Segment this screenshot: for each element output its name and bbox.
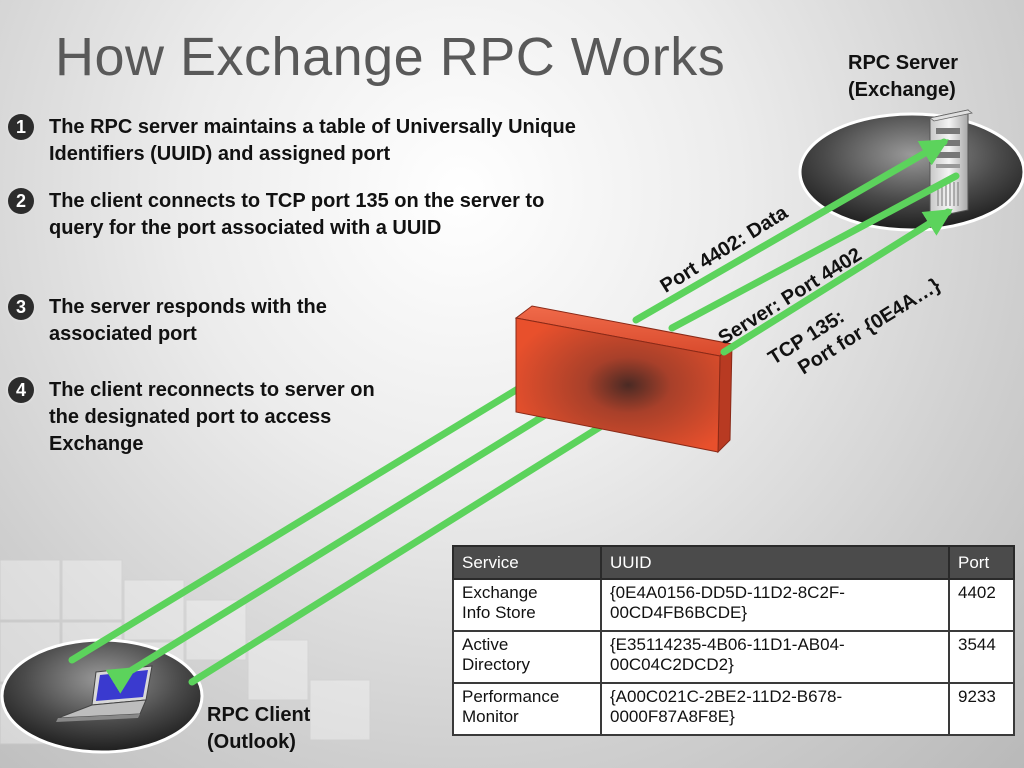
table-row: Exchange Info Store {0E4A0156-DD5D-11D2-… bbox=[452, 578, 1015, 632]
page-title: How Exchange RPC Works bbox=[55, 27, 726, 87]
port-cell: 3544 bbox=[948, 630, 1015, 684]
client-label-name: RPC Client bbox=[207, 704, 311, 726]
server-label-app: (Exchange) bbox=[848, 79, 956, 101]
column-header-service: Service bbox=[452, 545, 602, 580]
server-disc bbox=[798, 112, 1024, 232]
service-line: Active bbox=[462, 635, 509, 654]
uuid-line: 00CD4FB6BCDE} bbox=[610, 603, 748, 622]
port-cell: 4402 bbox=[948, 578, 1015, 632]
uuid-line: {A00C021C-2BE2-11D2-B678- bbox=[610, 687, 843, 706]
column-header-port: Port bbox=[948, 545, 1015, 580]
arrow-data-lower bbox=[68, 352, 576, 664]
arrow-data-upper bbox=[632, 138, 949, 324]
uuid-line: {E35114235-4B06-11D1-AB04- bbox=[610, 635, 845, 654]
step-1: 1 The RPC server maintains a table of Un… bbox=[8, 114, 579, 168]
client-label-app: (Outlook) bbox=[207, 731, 296, 753]
step-4: 4 The client reconnects to server on the… bbox=[8, 377, 389, 458]
table-header-row: Service UUID Port bbox=[452, 545, 1015, 580]
service-cell: Exchange Info Store bbox=[452, 578, 602, 632]
uuid-port-table: Service UUID Port Exchange Info Store {0… bbox=[452, 545, 1015, 736]
arrow-response-lower bbox=[105, 376, 606, 694]
uuid-cell: {E35114235-4B06-11D1-AB04- 00C04C2DCD2} bbox=[600, 630, 950, 684]
table-row: Active Directory {E35114235-4B06-11D1-AB… bbox=[452, 630, 1015, 684]
server-label: RPC Server (Exchange) bbox=[848, 50, 958, 104]
step-number-badge: 3 bbox=[8, 294, 34, 320]
step-3: 3 The server responds with the associate… bbox=[8, 294, 389, 348]
step-number-badge: 2 bbox=[8, 188, 34, 214]
step-number-badge: 4 bbox=[8, 377, 34, 403]
server-label-name: RPC Server bbox=[848, 52, 959, 74]
uuid-line: 00C04C2DCD2} bbox=[610, 655, 734, 674]
step-number-badge: 1 bbox=[8, 114, 34, 140]
arrow-query-lower bbox=[188, 398, 644, 686]
arrow-query-upper bbox=[720, 208, 953, 356]
arrow-response-upper bbox=[668, 172, 960, 332]
column-header-uuid: UUID bbox=[600, 545, 950, 580]
uuid-line: {0E4A0156-DD5D-11D2-8C2F- bbox=[610, 583, 845, 602]
service-line: Info Store bbox=[462, 603, 536, 622]
table-row: Performance Monitor {A00C021C-2BE2-11D2-… bbox=[452, 682, 1015, 736]
step-text: The client connects to TCP port 135 on t… bbox=[49, 190, 545, 239]
uuid-line: 0000F87A8F8E} bbox=[610, 707, 735, 726]
service-line: Exchange bbox=[462, 583, 538, 602]
step-text: The client reconnects to server on the d… bbox=[49, 379, 375, 455]
service-cell: Performance Monitor bbox=[452, 682, 602, 736]
client-label: RPC Client (Outlook) bbox=[207, 702, 310, 756]
step-text: The RPC server maintains a table of Univ… bbox=[49, 116, 576, 165]
server-icon bbox=[929, 109, 973, 219]
step-2: 2 The client connects to TCP port 135 on… bbox=[8, 188, 549, 242]
service-line: Directory bbox=[462, 655, 531, 674]
service-line: Performance bbox=[462, 687, 560, 706]
service-line: Monitor bbox=[462, 707, 519, 726]
uuid-cell: {A00C021C-2BE2-11D2-B678- 0000F87A8F8E} bbox=[600, 682, 950, 736]
firewall-icon bbox=[514, 305, 734, 454]
port-cell: 9233 bbox=[948, 682, 1015, 736]
uuid-cell: {0E4A0156-DD5D-11D2-8C2F- 00CD4FB6BCDE} bbox=[600, 578, 950, 632]
service-cell: Active Directory bbox=[452, 630, 602, 684]
step-text: The server responds with the associated … bbox=[49, 296, 327, 345]
